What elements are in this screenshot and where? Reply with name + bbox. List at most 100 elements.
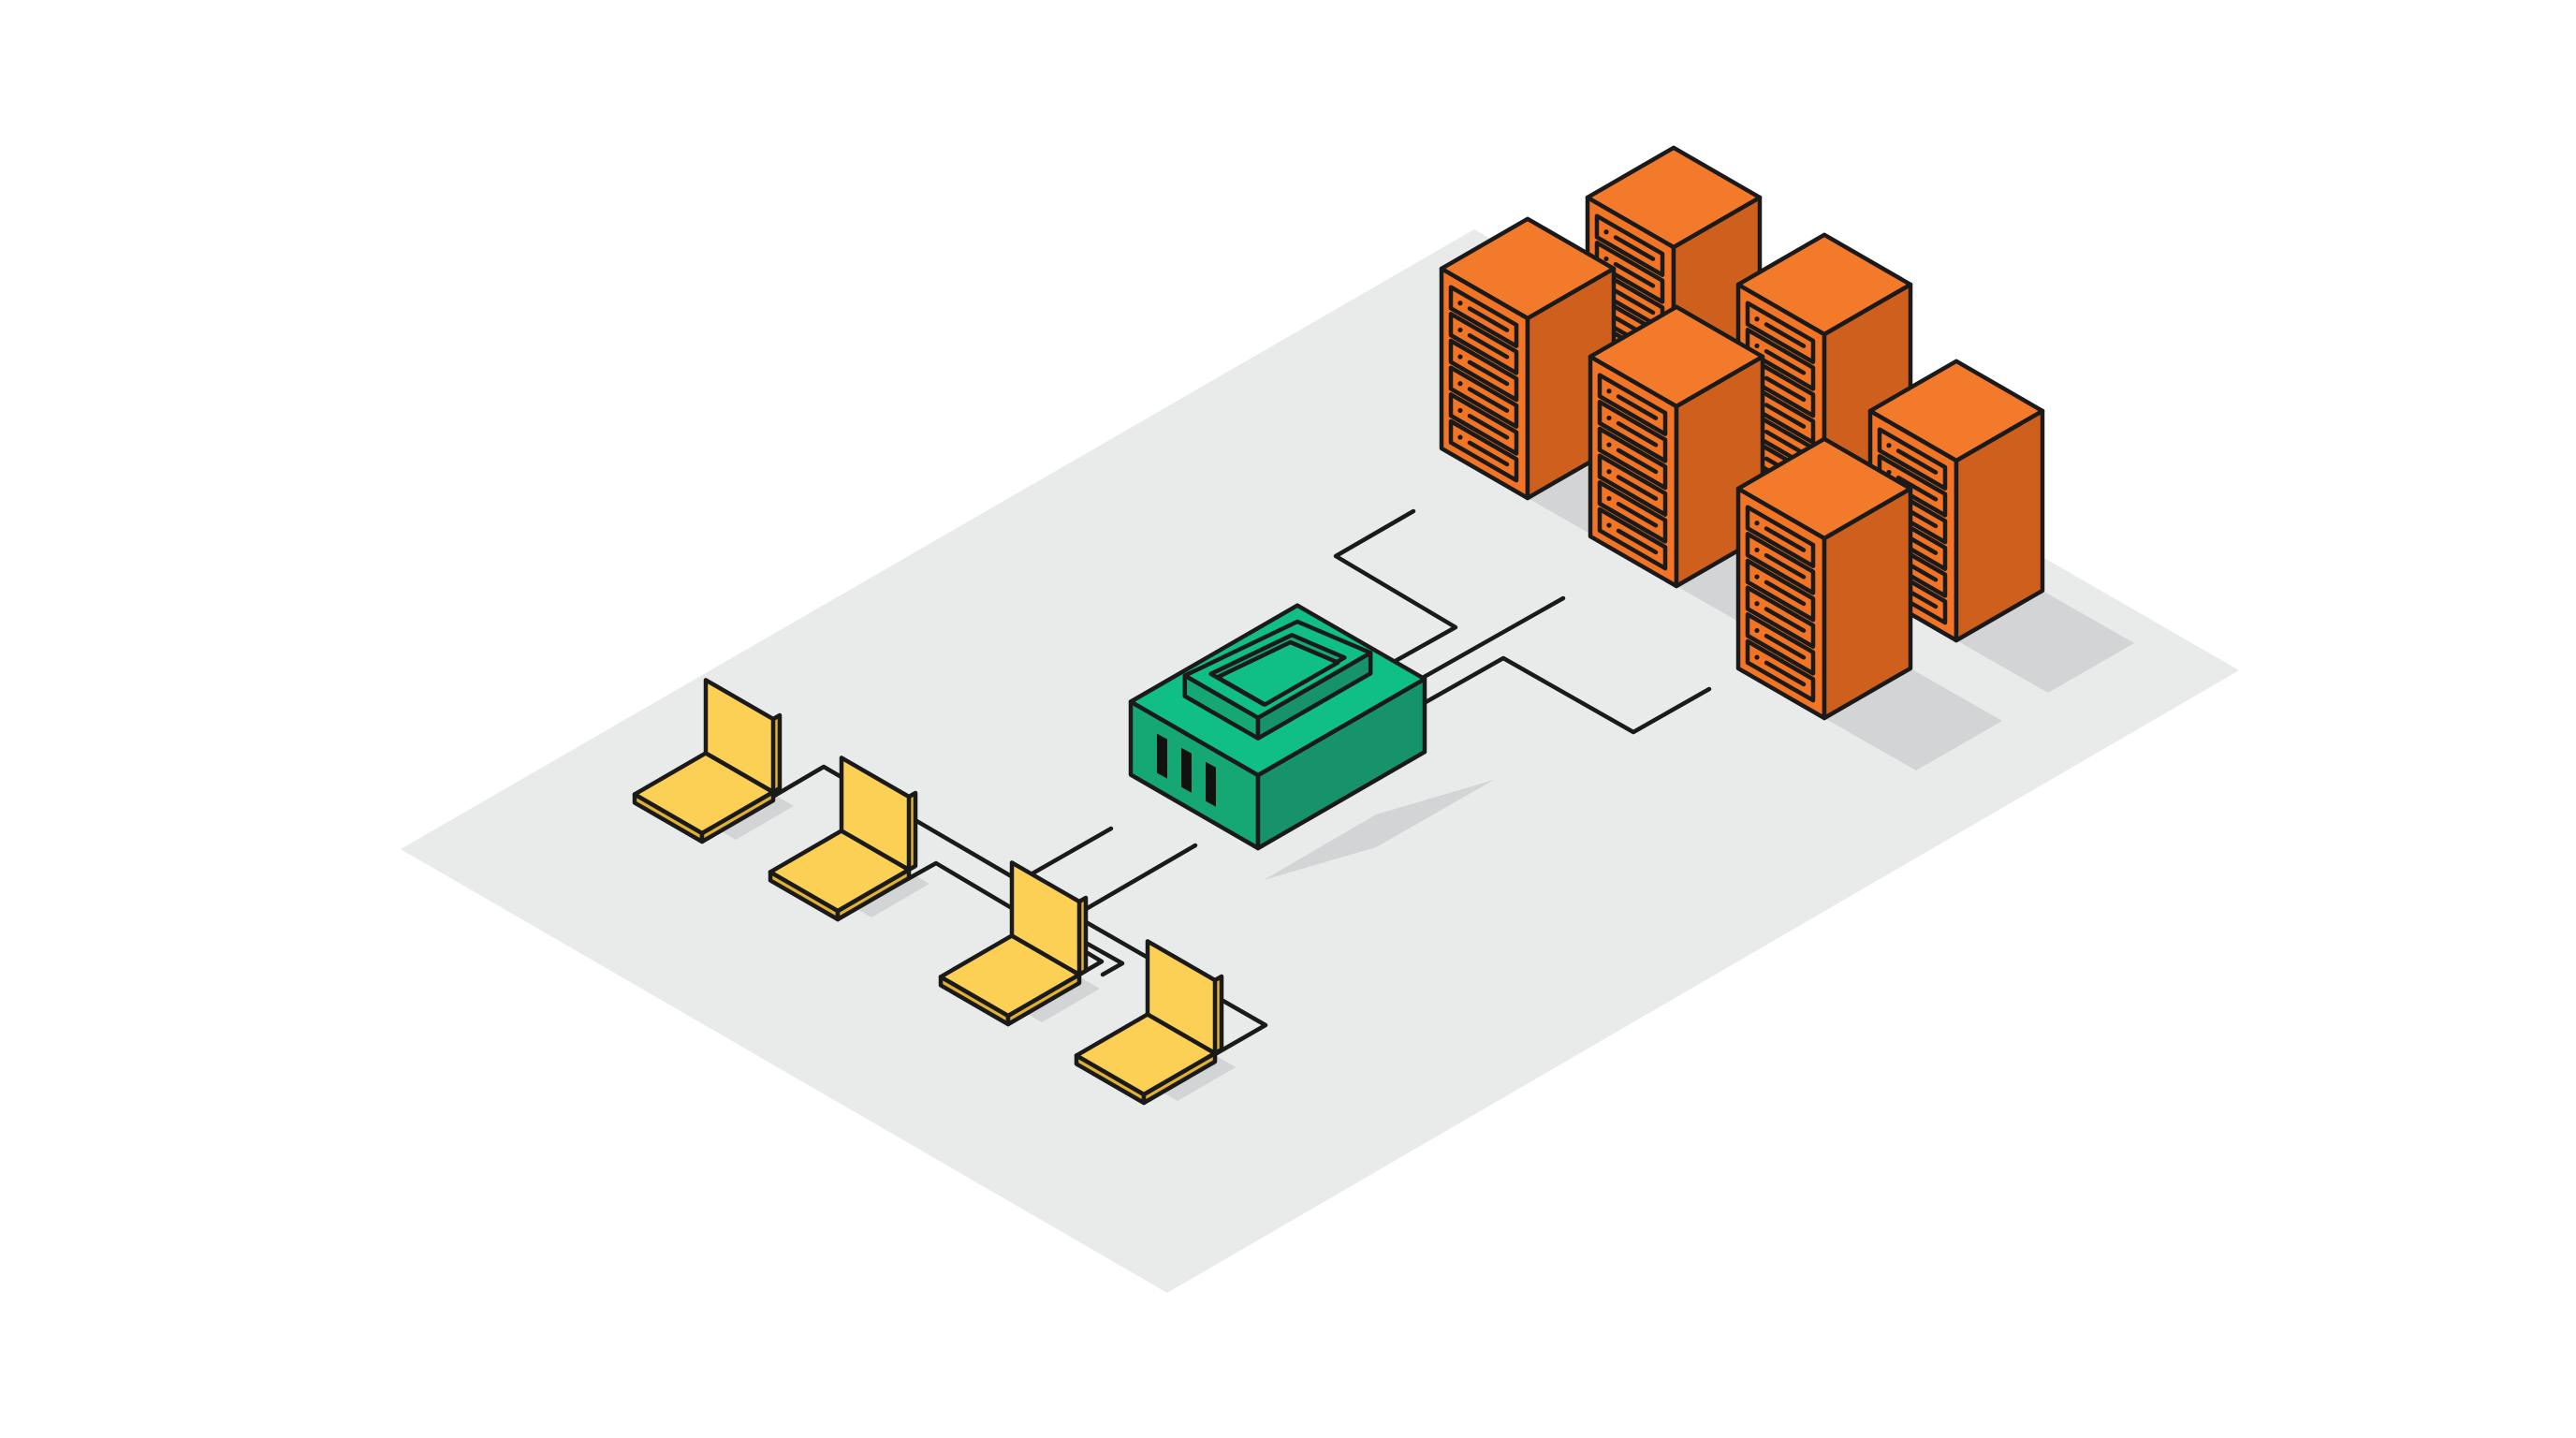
wire-server-4 <box>1423 655 1712 735</box>
server-unit-slit <box>1764 375 1807 403</box>
server-led-icon <box>1606 495 1612 502</box>
laptop-screen <box>703 678 776 795</box>
server-unit-slot <box>1448 312 1519 375</box>
switch-port-icon[interactable] <box>1206 761 1216 807</box>
server-unit-slit <box>1764 607 1807 633</box>
server-led-icon <box>1606 522 1612 528</box>
server-unit-slot <box>1745 585 1816 649</box>
wire-server-1 <box>1333 508 1458 669</box>
server-unit-slit <box>1764 403 1807 429</box>
server-unit-slot <box>1597 453 1668 517</box>
server-unit-slot <box>1745 532 1816 595</box>
server-unit-slit <box>1467 440 1510 467</box>
server-led-icon <box>1457 327 1463 333</box>
server-top-face <box>1735 436 1913 541</box>
laptop-icon[interactable] <box>632 678 783 844</box>
server-unit-slot <box>1745 612 1816 676</box>
server-unit-slot <box>1597 400 1668 463</box>
server-led-icon <box>1606 389 1612 394</box>
server-unit-slit <box>1764 322 1807 348</box>
server-unit-slit <box>1764 348 1807 375</box>
server-unit-slit <box>1616 394 1659 420</box>
server-led-icon <box>1886 443 1892 448</box>
server-top-face <box>1867 359 2045 463</box>
server-unit-slit <box>1764 552 1807 580</box>
server-led-icon <box>1603 256 1609 262</box>
server-led-icon <box>1457 407 1463 414</box>
server-unit-slot <box>1597 373 1668 436</box>
server-unit-slot <box>1594 241 1665 304</box>
server-unit-slit <box>1467 360 1510 387</box>
server-unit-slit <box>1764 580 1807 607</box>
laptop-icon[interactable] <box>938 860 1089 1027</box>
laptops-group <box>632 678 1224 1106</box>
server-led-icon <box>1606 469 1612 475</box>
server-led-icon <box>1606 415 1612 421</box>
server-unit-slot <box>1745 505 1816 568</box>
server-unit-slot <box>1448 418 1519 483</box>
laptop-icon[interactable] <box>1074 939 1224 1106</box>
server-unit-slit <box>1764 660 1807 687</box>
server-unit-slot <box>1594 213 1665 277</box>
server-unit-slit <box>1616 475 1659 501</box>
wire-server-2 <box>1403 595 1566 690</box>
server-led-icon <box>1606 442 1612 448</box>
server-led-icon <box>1457 381 1463 387</box>
server-unit-slot <box>1597 480 1668 544</box>
server-led-icon <box>1754 316 1760 322</box>
switch-port-icon[interactable] <box>1157 733 1167 779</box>
server-led-icon <box>1603 229 1609 235</box>
server-led-icon <box>1754 574 1760 580</box>
laptop-icon[interactable] <box>768 756 918 922</box>
laptop-screen <box>1145 939 1218 1056</box>
server-unit-slot <box>1877 427 1948 491</box>
server-unit-slot <box>1597 506 1668 571</box>
server-unit-slot <box>1745 638 1816 703</box>
server-led-icon <box>1754 627 1760 634</box>
servers-group <box>1439 145 2045 721</box>
server-led-icon <box>1754 654 1760 660</box>
server-unit-slit <box>1467 387 1510 413</box>
server-unit-slot <box>1448 392 1519 456</box>
server-unit-slit <box>1764 633 1807 660</box>
server-top-face <box>1585 145 1763 250</box>
server-unit-slit <box>1764 526 1807 552</box>
server-led-icon <box>1457 434 1463 440</box>
server-unit-slit <box>1467 332 1510 360</box>
server-unit-slot <box>1597 426 1668 491</box>
server-rack-icon[interactable] <box>1735 436 1913 721</box>
server-unit-slot <box>1448 285 1519 348</box>
server-unit-slit <box>1895 448 1939 475</box>
server-unit-slot <box>1745 328 1816 391</box>
server-top-face <box>1588 304 1765 409</box>
server-led-icon <box>1754 343 1760 349</box>
server-unit-slot <box>1745 301 1816 364</box>
network-switch[interactable] <box>1128 603 1427 851</box>
server-led-icon <box>1457 301 1463 306</box>
server-unit-slit <box>1613 288 1656 315</box>
server-unit-slot <box>1448 338 1519 403</box>
server-led-icon <box>1457 354 1463 360</box>
server-unit-slit <box>1613 235 1656 261</box>
server-led-icon <box>1754 601 1760 607</box>
server-unit-slit <box>1616 501 1659 528</box>
server-led-icon <box>1754 547 1760 553</box>
server-top-face <box>1735 232 1913 337</box>
laptop-screen <box>839 756 912 873</box>
server-unit-slot <box>1745 558 1816 623</box>
server-rack-icon[interactable] <box>1439 216 1617 501</box>
server-unit-slit <box>1467 413 1510 440</box>
laptop-screen <box>1009 860 1082 977</box>
switch-shadow <box>1264 780 1494 880</box>
server-unit-slit <box>1616 448 1659 475</box>
server-unit-slit <box>1613 261 1656 288</box>
wire-laptop-1 <box>746 764 1114 884</box>
server-unit-slit <box>1764 429 1807 456</box>
server-unit-slit <box>1467 306 1510 332</box>
switch-port-icon[interactable] <box>1181 747 1192 793</box>
server-unit-slit <box>1616 420 1659 448</box>
switch-inset-panel <box>1215 639 1340 707</box>
server-unit-slot <box>1448 365 1519 429</box>
server-unit-slit <box>1616 528 1659 555</box>
